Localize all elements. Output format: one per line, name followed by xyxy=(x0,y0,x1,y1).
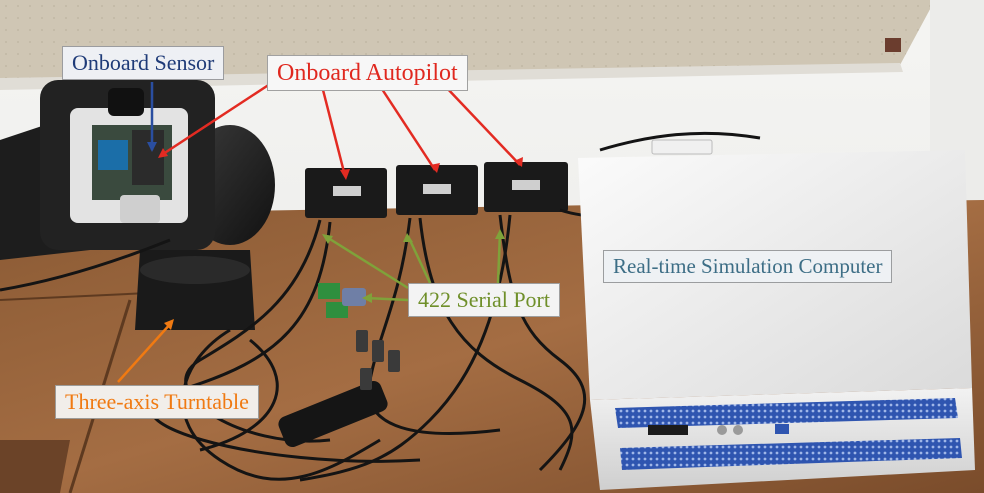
turntable-label: Three-axis Turntable xyxy=(55,385,259,419)
onboard-autopilot-label: Onboard Autopilot xyxy=(267,55,468,91)
simulation-computer-label: Real-time Simulation Computer xyxy=(603,250,893,283)
onboard-sensor-label: Onboard Sensor xyxy=(62,46,225,80)
serial-port-label: 422 Serial Port xyxy=(408,283,560,317)
